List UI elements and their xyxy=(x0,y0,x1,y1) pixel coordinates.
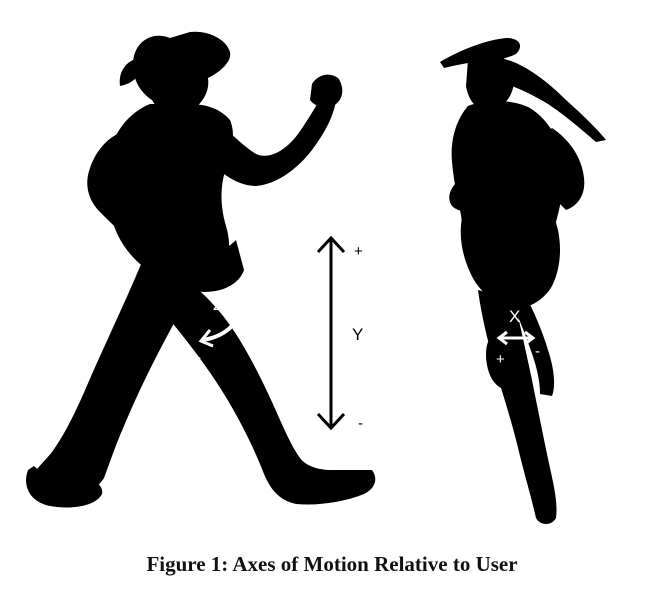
y-axis-label: Y xyxy=(352,325,363,344)
z-plus-sign: + xyxy=(256,293,265,310)
z-minus-sign: - xyxy=(196,349,201,366)
front-view-runner-silhouette xyxy=(440,38,606,524)
side-view-walker-silhouette xyxy=(26,31,376,508)
x-arrowhead-left xyxy=(496,330,508,346)
x-axis-indicator: X + - xyxy=(496,307,540,368)
z-rotation-arrow xyxy=(202,297,246,342)
z-arrowhead-minus xyxy=(198,329,214,348)
figure-caption: Figure 1: Axes of Motion Relative to Use… xyxy=(146,552,518,576)
y-axis-indicator: Y + - xyxy=(316,235,363,432)
x-arrowhead-right xyxy=(524,330,536,346)
x-axis-label: X xyxy=(509,307,520,326)
z-arrowhead-plus xyxy=(234,291,254,304)
x-plus-sign: + xyxy=(496,351,505,368)
y-arrowhead-up xyxy=(316,235,346,254)
y-minus-sign: - xyxy=(358,415,363,432)
z-axis-label: Z xyxy=(213,295,223,314)
x-minus-sign: - xyxy=(535,343,540,360)
y-arrowhead-down xyxy=(316,412,346,431)
z-axis-indicator: Z + - xyxy=(196,291,265,366)
y-plus-sign: + xyxy=(354,243,363,260)
